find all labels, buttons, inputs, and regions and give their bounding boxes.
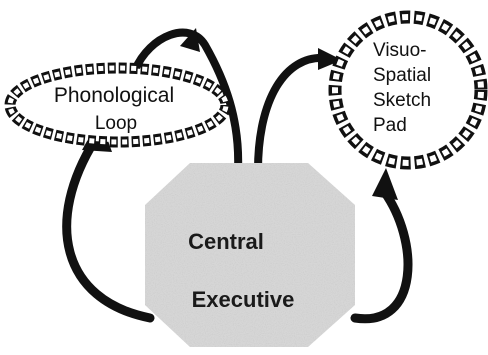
visuo-spatial-sketchpad-node: Visuo- Spatial Sketch Pad <box>335 17 481 163</box>
arrow-executive-to-loop <box>67 140 150 318</box>
central-executive-label-line2: Executive <box>192 287 295 312</box>
central-executive-node: Central Executive <box>145 163 355 347</box>
arrow-sketchpad-to-executive <box>355 190 408 319</box>
central-executive-label-line1: Central <box>188 229 264 254</box>
sketchpad-label-line1: Visuo- <box>373 40 427 61</box>
phonological-loop-label-line1: Phonological <box>54 84 174 107</box>
sketchpad-label-line4: Pad <box>373 115 407 136</box>
phonological-loop-node: Phonological Loop <box>10 68 226 142</box>
sketchpad-label-line3: Sketch <box>373 90 431 111</box>
sketchpad-label-line2: Spatial <box>373 65 431 86</box>
phonological-loop-label-line2: Loop <box>95 113 137 134</box>
arrowhead-to-sketchpad-bottom <box>372 168 398 200</box>
arrow-executive-to-sketchpad <box>258 58 325 170</box>
